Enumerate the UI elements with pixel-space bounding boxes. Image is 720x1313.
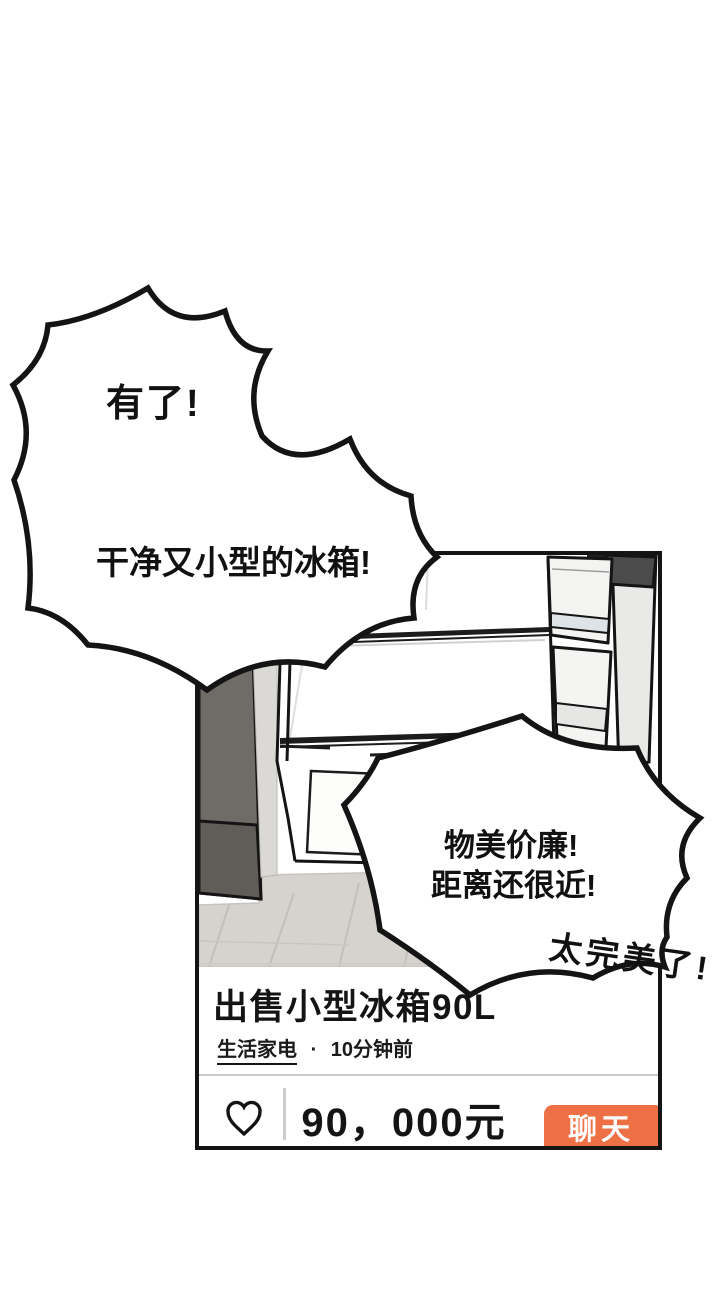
speech-text-1: 有了! bbox=[106, 383, 201, 425]
listing-card[interactable]: 出售小型冰箱90L 生活家电 · 10分钟前 90，000元 聊天 bbox=[195, 551, 662, 1150]
listing-title: 出售小型冰箱90L bbox=[213, 988, 497, 1027]
price-text: 90，000元 bbox=[301, 1101, 507, 1145]
chat-button[interactable]: 聊天 bbox=[544, 1105, 658, 1146]
category-link[interactable]: 生活家电 bbox=[217, 1039, 297, 1065]
cabinet bbox=[199, 645, 263, 901]
speech-text-2: 干净又小型的冰箱! bbox=[96, 544, 371, 581]
heart-icon bbox=[226, 1100, 262, 1136]
product-photo bbox=[199, 555, 658, 967]
speech-text-3: 物美价廉! bbox=[444, 828, 579, 863]
listing-meta: 生活家电 · 10分钟前 bbox=[217, 1033, 414, 1065]
price-bar: 90，000元 聊天 bbox=[199, 1074, 658, 1146]
favorite-button[interactable] bbox=[223, 1096, 265, 1140]
listing-info: 出售小型冰箱90L 生活家电 · 10分钟前 bbox=[199, 967, 658, 1076]
speech-text-4: 距离还很近! bbox=[431, 868, 597, 903]
vertical-divider bbox=[283, 1088, 286, 1140]
fridge-door bbox=[546, 555, 658, 772]
meta-separator: · bbox=[310, 1039, 318, 1061]
posted-time: 10分钟前 bbox=[330, 1039, 414, 1061]
